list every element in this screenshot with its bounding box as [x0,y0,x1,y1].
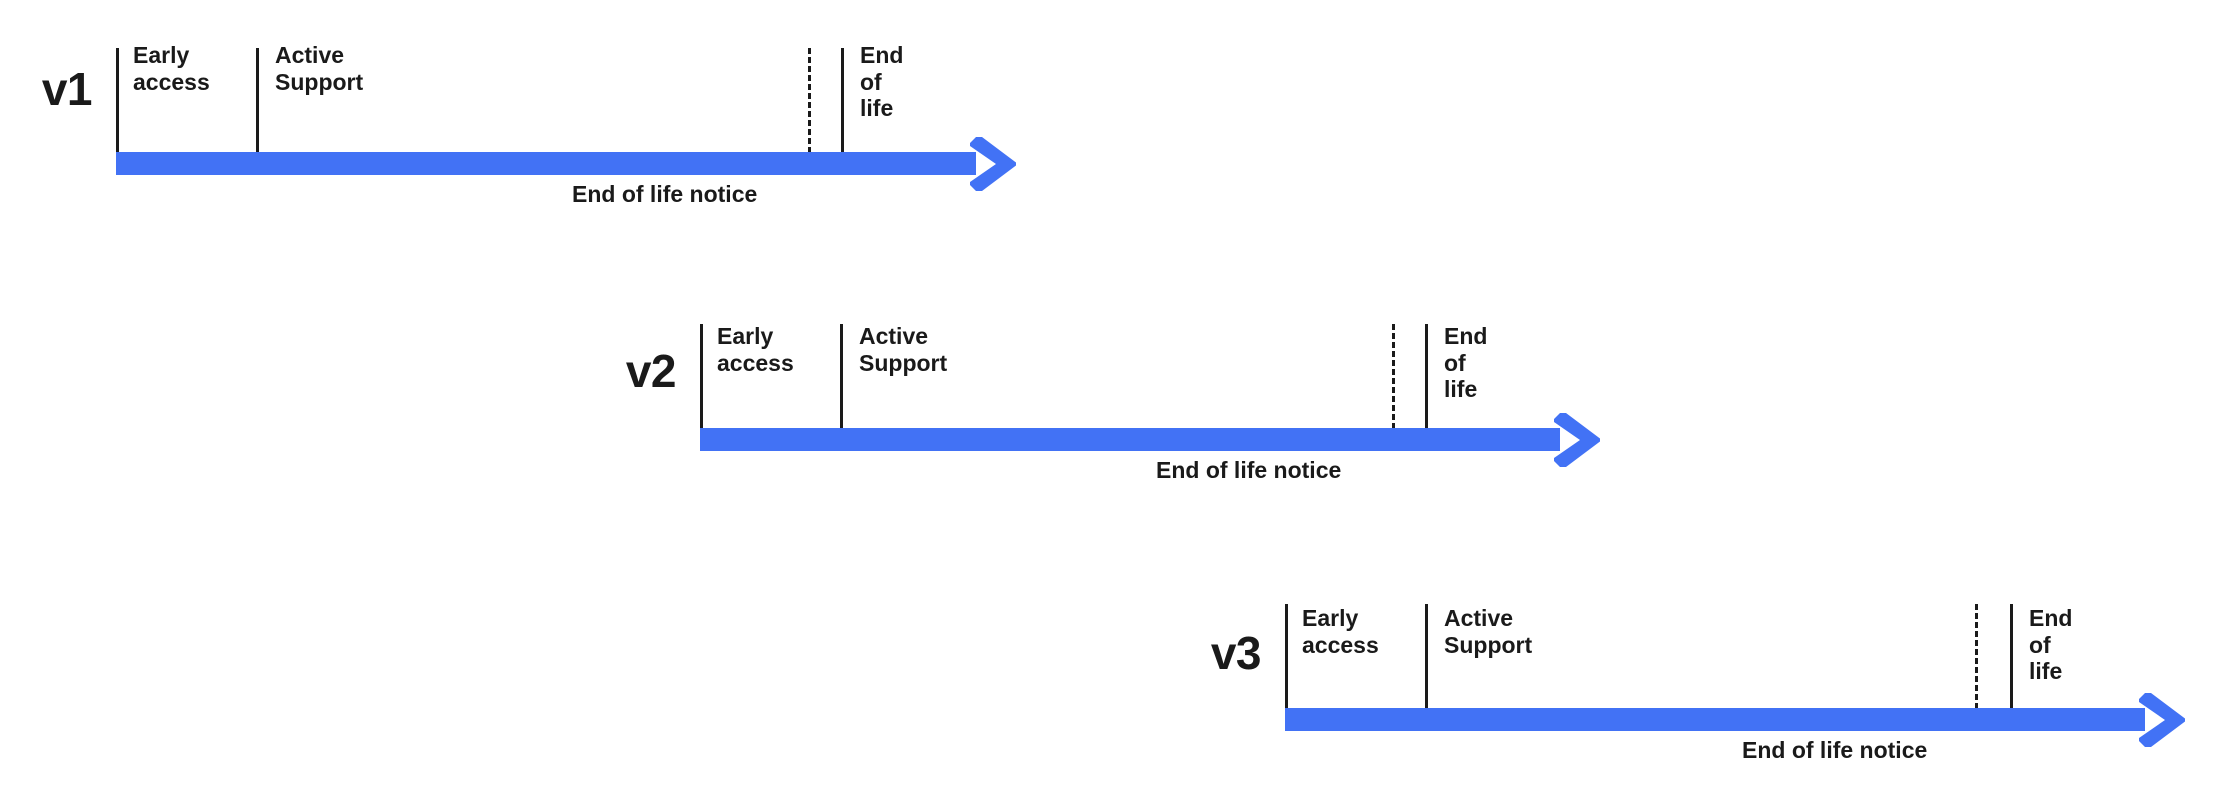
notice-marker-tick-v3 [1975,604,1978,709]
track-arrowhead-v3 [2135,691,2191,749]
phase-tick-end-of-life-start-v1 [841,48,844,153]
track-caption-end-of-life-notice-v2: End of life notice [1156,457,1342,483]
lifecycle-track-bar-v2 [700,428,1560,451]
phase-tick-active-support-start-v2 [840,324,843,429]
phase-tick-early-access-start-v1 [116,48,119,153]
phase-label-active-support-v3: Active Support [1444,605,1533,658]
track-arrowhead-v1 [966,135,1022,193]
phase-label-early-access-v1: Early access [133,42,210,95]
phase-label-active-support-v1: Active Support [275,42,364,95]
phase-label-end-of-life-v1: End of life [860,42,904,122]
version-label-v2: v2 [625,345,677,397]
phase-label-early-access-v2: Early access [717,323,794,376]
phase-label-end-of-life-v2: End of life [1444,323,1488,403]
phase-label-active-support-v2: Active Support [859,323,948,376]
notice-marker-tick-v2 [1392,324,1395,429]
phase-tick-early-access-start-v2 [700,324,703,429]
version-label-v3: v3 [1210,627,1262,679]
lifecycle-track-bar-v1 [116,152,976,175]
track-caption-end-of-life-notice-v1: End of life notice [572,181,758,207]
phase-tick-active-support-start-v3 [1425,604,1428,709]
phase-tick-active-support-start-v1 [256,48,259,153]
phase-tick-end-of-life-start-v2 [1425,324,1428,429]
version-label-v1: v1 [41,63,93,115]
phase-tick-end-of-life-start-v3 [2010,604,2013,709]
lifecycle-track-bar-v3 [1285,708,2145,731]
phase-label-early-access-v3: Early access [1302,605,1379,658]
track-caption-end-of-life-notice-v3: End of life notice [1742,737,1928,763]
phase-label-end-of-life-v3: End of life [2029,605,2073,685]
notice-marker-tick-v1 [808,48,811,153]
phase-tick-early-access-start-v3 [1285,604,1288,709]
track-arrowhead-v2 [1550,411,1606,469]
